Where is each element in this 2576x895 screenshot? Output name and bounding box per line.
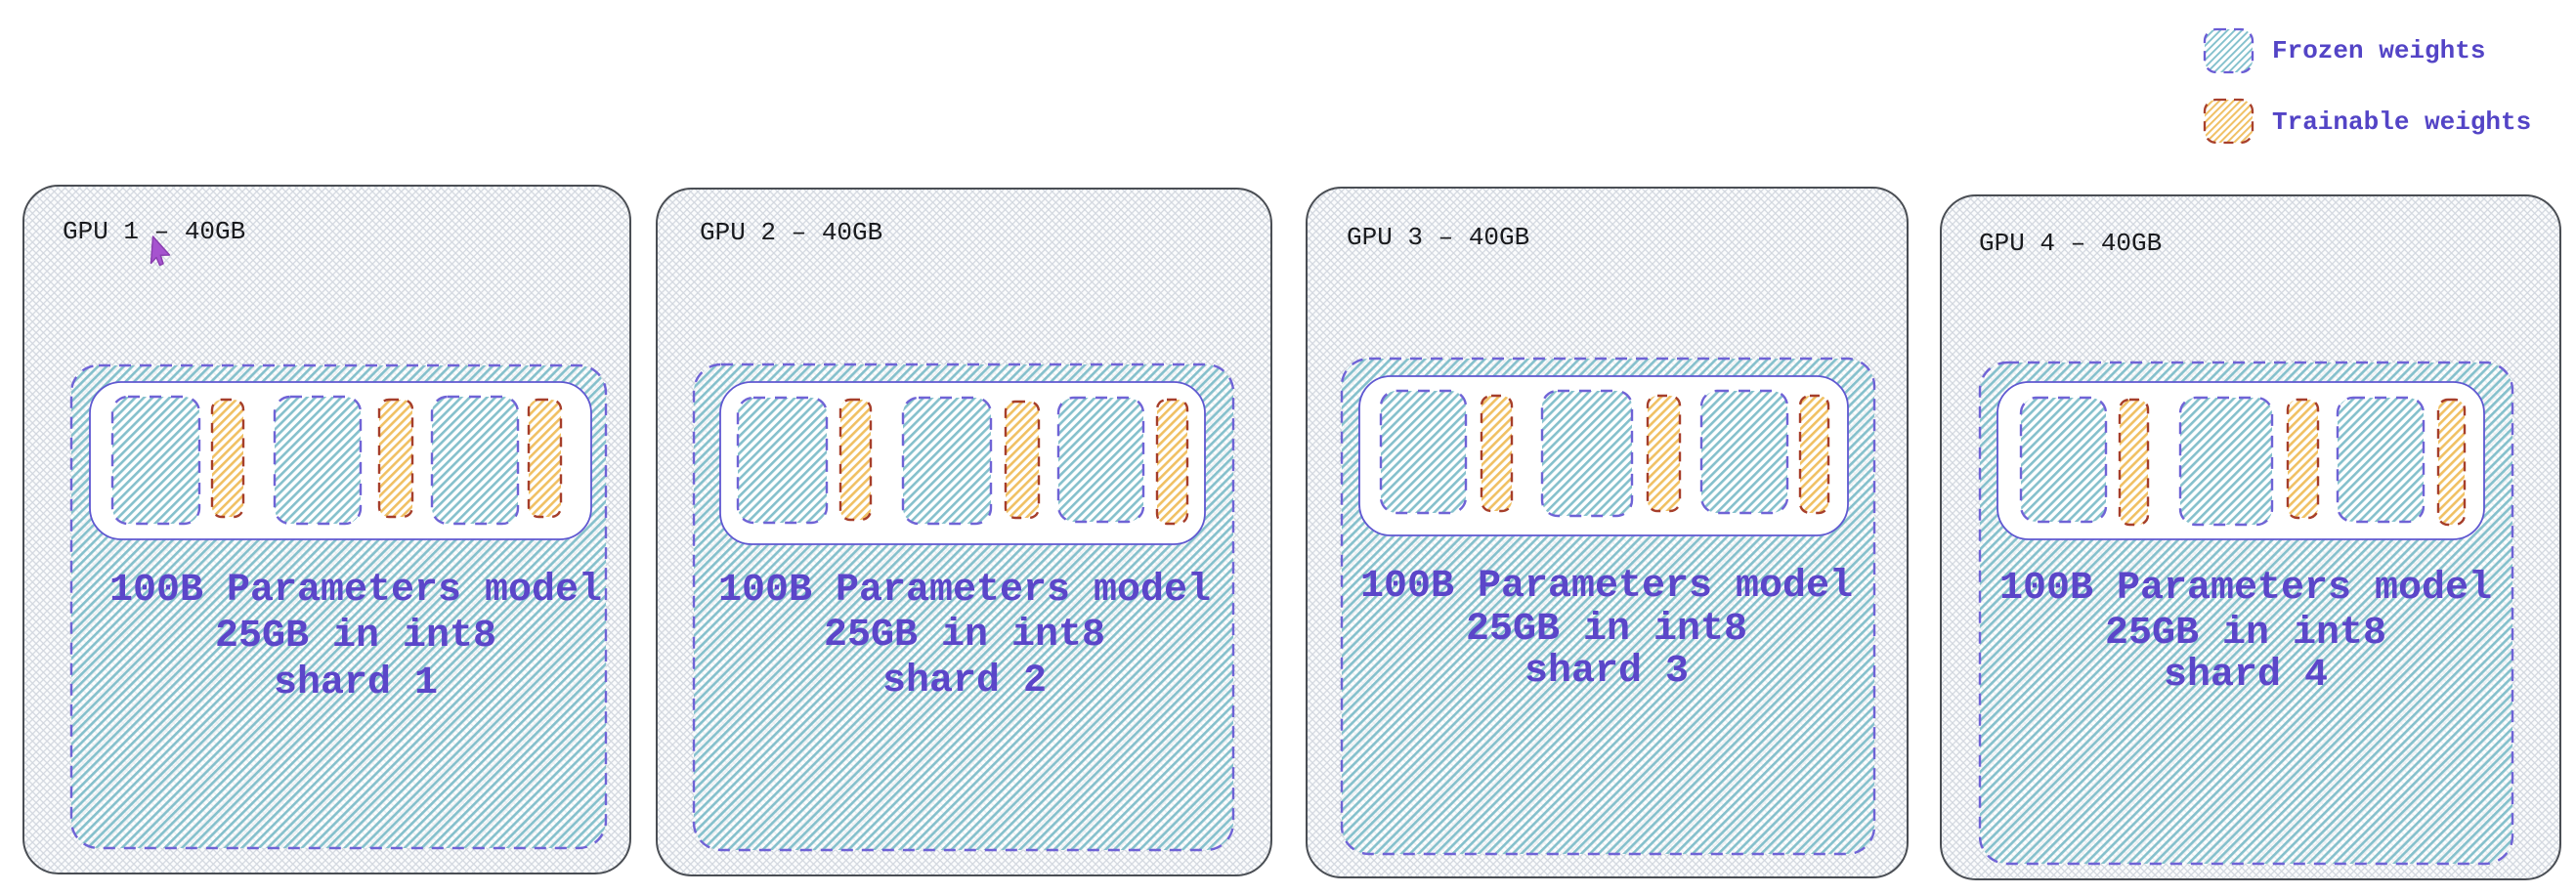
svg-text:25GB in int8: 25GB in int8 [1466,608,1747,652]
svg-text:100B Parameters model: 100B Parameters model [1999,567,2492,611]
svg-text:100B Parameters model: 100B Parameters model [718,569,1211,613]
svg-text:shard 4: shard 4 [2164,654,2328,698]
svg-text:shard 2: shard 2 [882,660,1047,703]
svg-text:25GB in int8: 25GB in int8 [215,615,496,659]
svg-text:Trainable weights: Trainable weights [2272,107,2531,137]
svg-text:25GB in int8: 25GB in int8 [824,614,1105,658]
svg-text:shard 1: shard 1 [274,661,438,705]
svg-text:100B Parameters model: 100B Parameters model [109,569,602,613]
svg-text:GPU 4 – 40GB: GPU 4 – 40GB [1979,229,2162,258]
svg-text:100B Parameters model: 100B Parameters model [1360,565,1853,609]
svg-text:Frozen weights: Frozen weights [2272,36,2485,65]
svg-text:GPU 3 – 40GB: GPU 3 – 40GB [1347,223,1529,252]
svg-text:25GB in int8: 25GB in int8 [2105,612,2386,656]
svg-text:GPU 2 – 40GB: GPU 2 – 40GB [700,218,882,247]
svg-text:shard 3: shard 3 [1524,650,1689,694]
